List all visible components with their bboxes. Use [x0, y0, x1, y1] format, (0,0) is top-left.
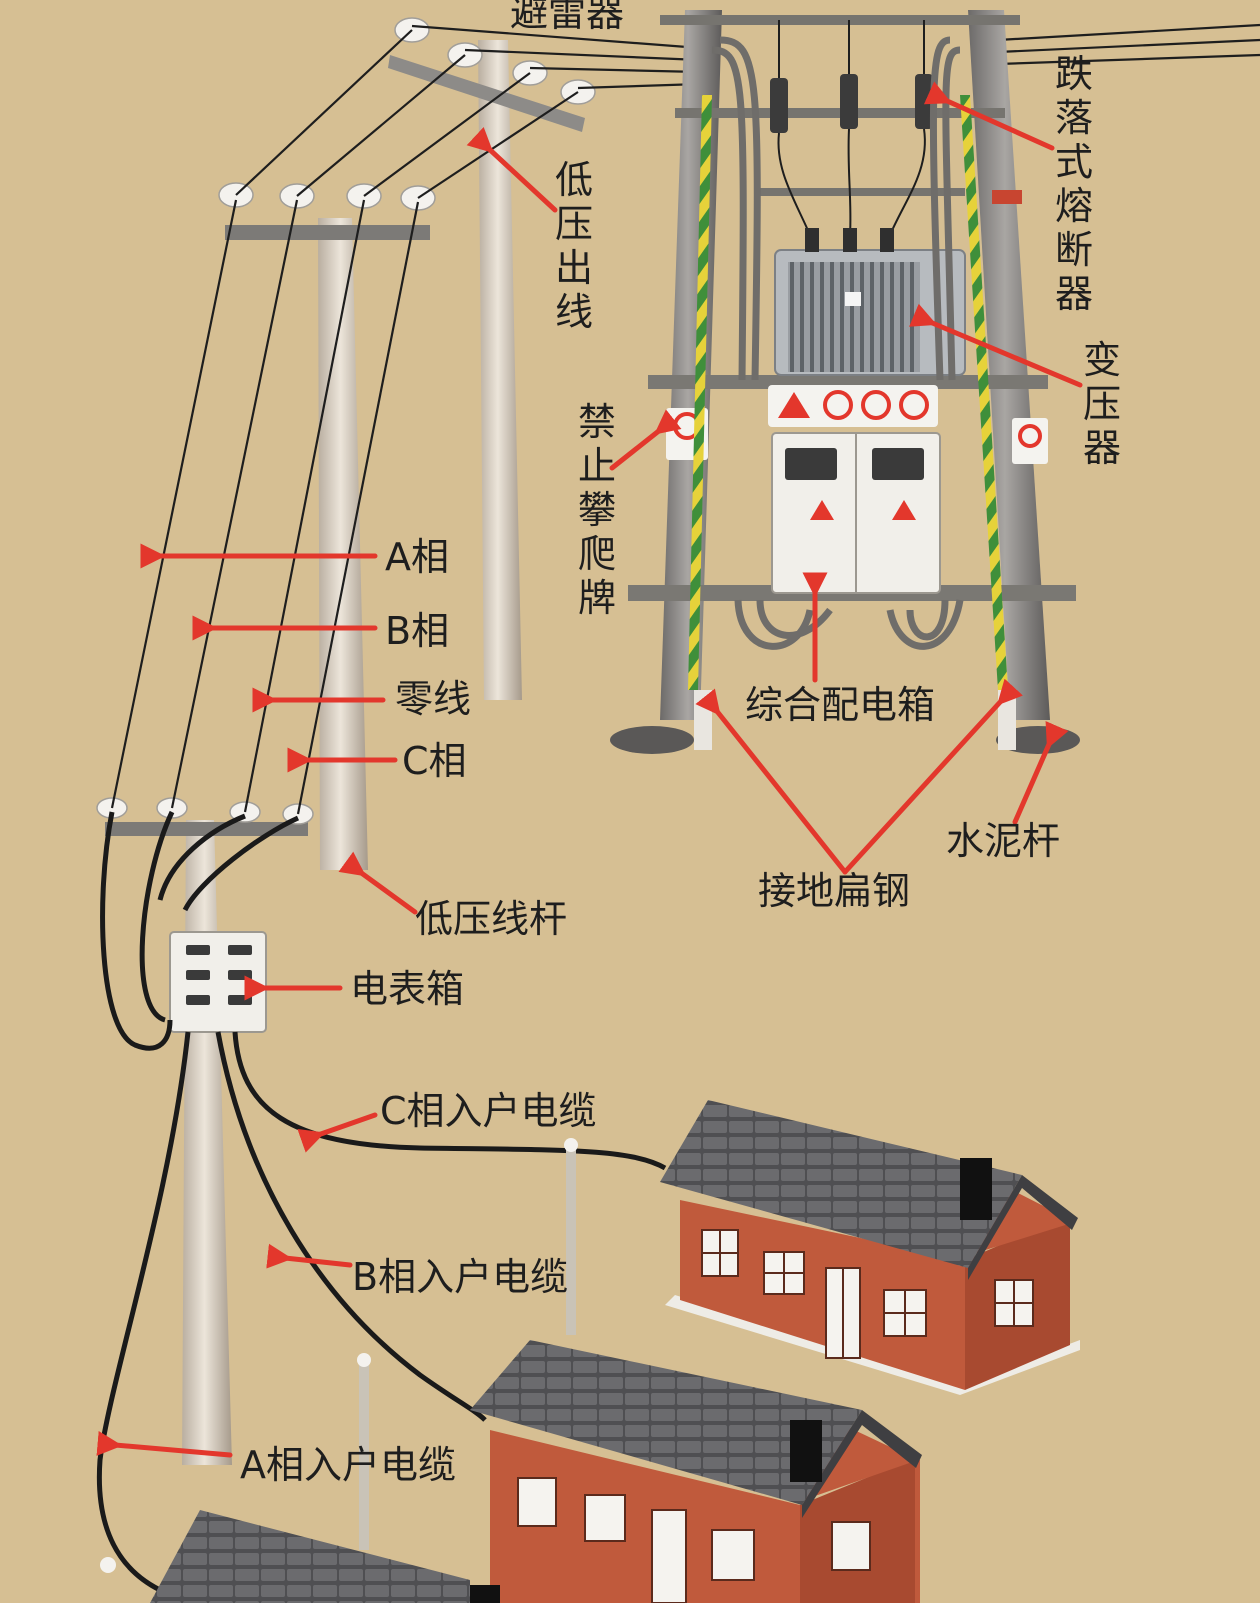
- label-meter-box: 电表箱: [350, 970, 464, 1008]
- label-no-climbing-sign: 禁止攀爬牌: [575, 400, 619, 620]
- meter-box-pole: [97, 798, 313, 1465]
- label-phase-a-service-cable: A相入户电缆: [240, 1446, 456, 1484]
- label-low-voltage-pole: 低压线杆: [415, 900, 567, 938]
- label-low-voltage-outlet: 低压出线: [552, 158, 596, 334]
- label-phase-b-service-cable: B相入户电缆: [352, 1258, 568, 1296]
- house-b: [470, 1340, 922, 1603]
- label-phase-b: B相: [385, 612, 449, 650]
- low-voltage-outlet-pole: [388, 18, 595, 700]
- arrow-ground-left: [716, 710, 845, 872]
- label-phase-c-service-cable: C相入户电缆: [380, 1092, 597, 1130]
- label-phase-a: A相: [385, 538, 449, 576]
- label-grounding-flat-steel: 接地扁钢: [758, 872, 910, 910]
- label-phase-c: C相: [402, 742, 467, 780]
- label-neutral-line: 零线: [395, 680, 471, 718]
- transformer-station: [610, 10, 1080, 754]
- arrow-no-climbing-sign: [612, 430, 660, 468]
- label-transformer: 变压器: [1080, 338, 1124, 470]
- house-a: [150, 1510, 500, 1603]
- label-lightning-arrester: 避雷器: [510, 0, 624, 32]
- label-concrete-pole: 水泥杆: [946, 822, 1060, 860]
- label-distribution-box: 综合配电箱: [745, 686, 935, 724]
- arrow-concrete-pole: [1015, 742, 1050, 822]
- house-c: [660, 1100, 1080, 1395]
- arrow-c-cable: [318, 1115, 375, 1135]
- label-drop-out-fuse: 跌落式熔断器: [1052, 52, 1096, 316]
- arrow-low-voltage-pole: [360, 872, 415, 912]
- arrow-b-cable: [285, 1258, 350, 1265]
